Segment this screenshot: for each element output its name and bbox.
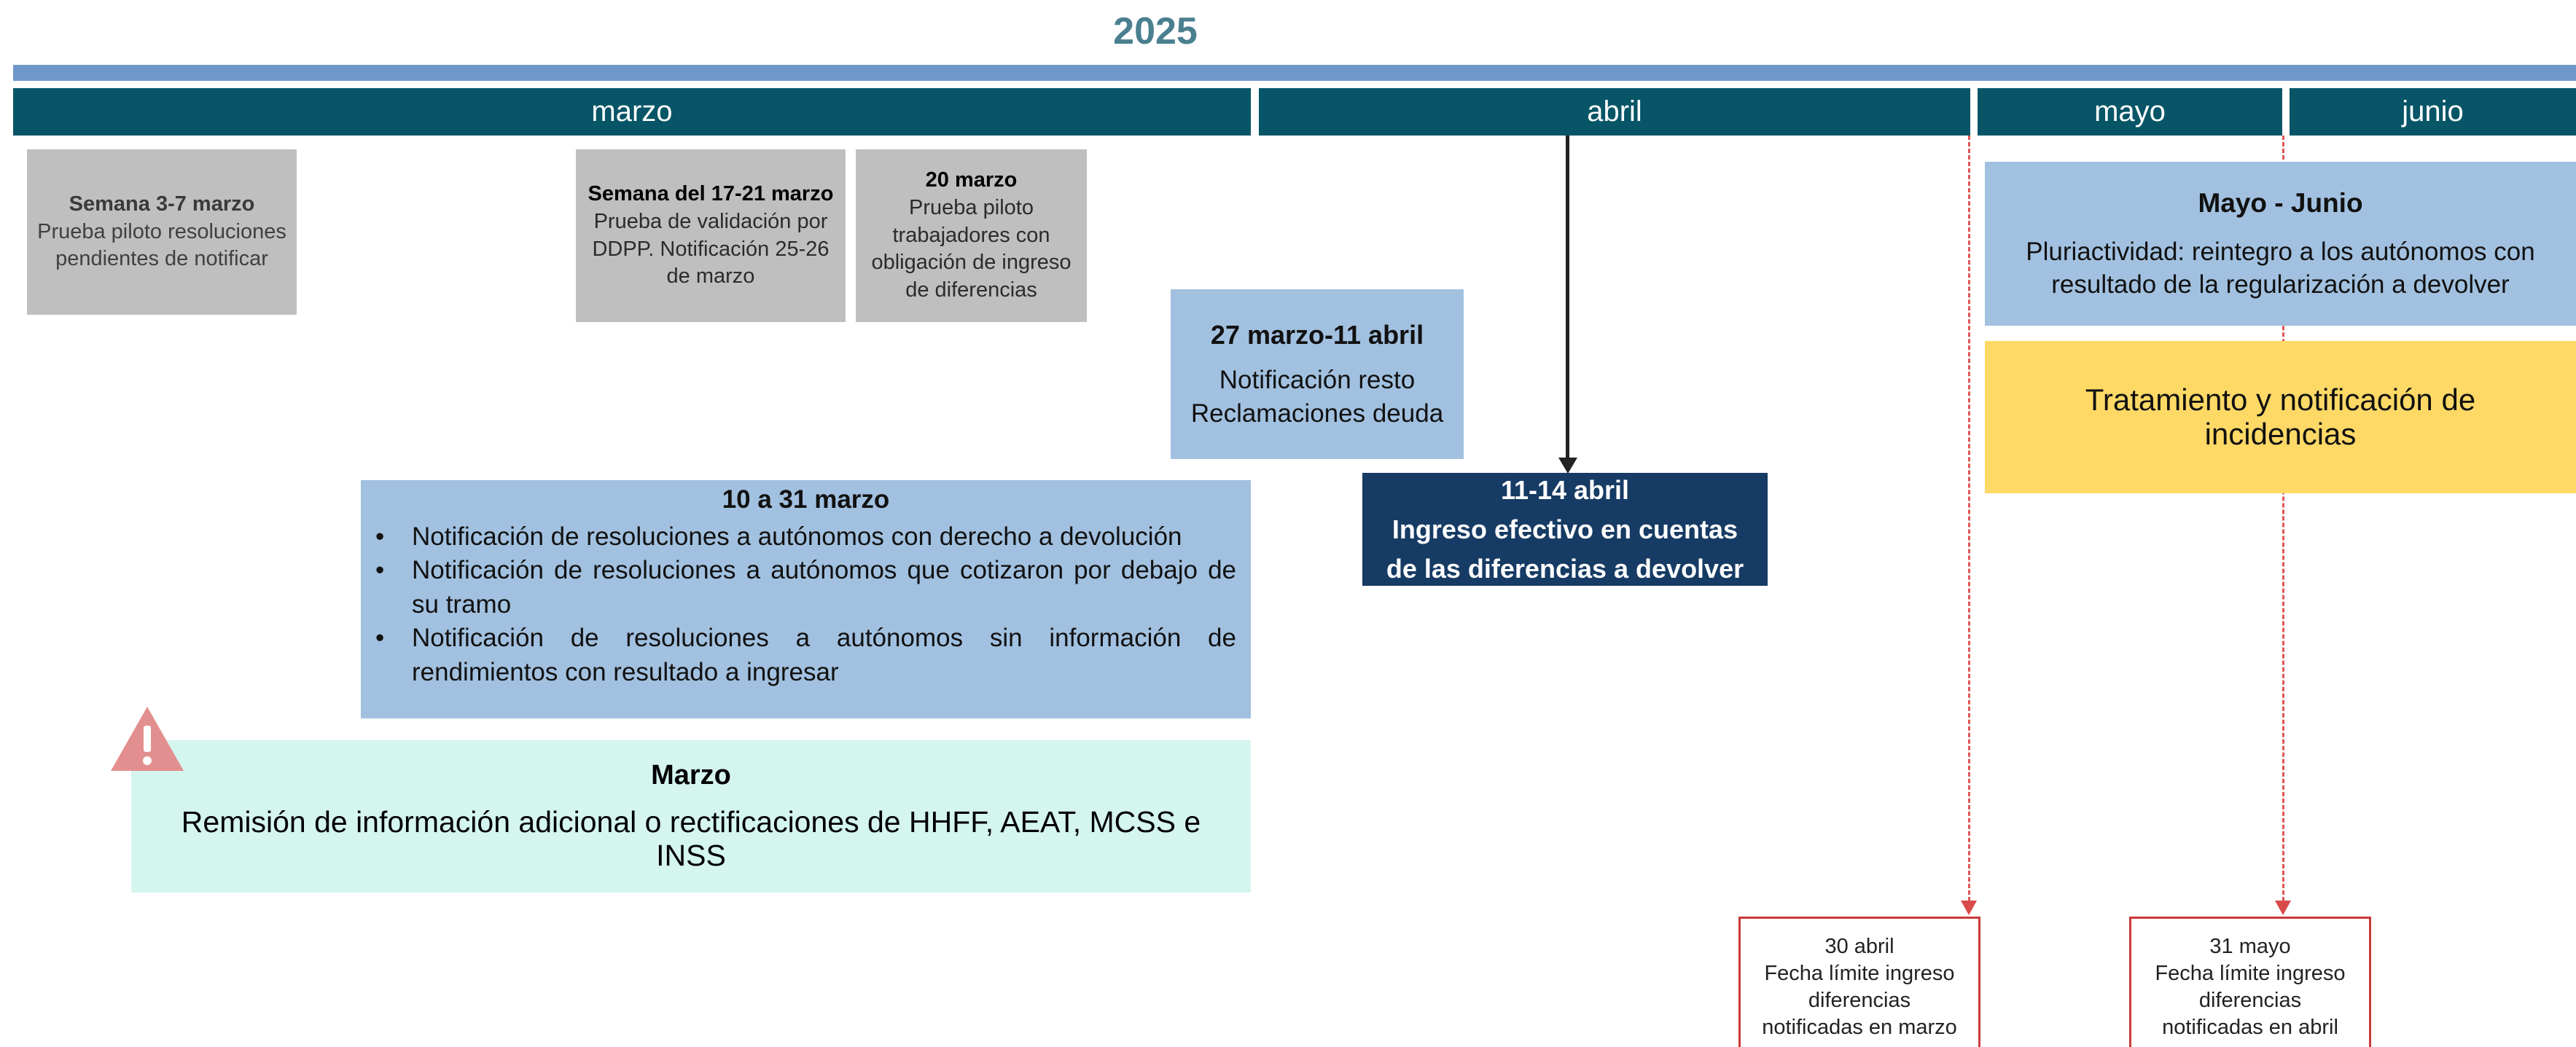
milestone-title: 11-14 abril [1500, 474, 1630, 505]
milestone-text-line: Ingreso efectivo en cuentas [1392, 514, 1738, 544]
milestone-title: 27 marzo-11 abril [1210, 319, 1424, 350]
milestone-title: Marzo [651, 760, 731, 791]
milestone-27-marzo-11-abril: 27 marzo-11 abril Notificación resto Rec… [1171, 289, 1464, 459]
list-item: Notificación de resoluciones a autónomos… [375, 621, 1236, 689]
year-title: 2025 [1113, 10, 1198, 52]
deadline-arrow-head [2275, 901, 2291, 915]
month-header-abril: abril [1259, 88, 1970, 136]
milestone-title: Mayo - Junio [2198, 188, 2363, 219]
milestone-11-14-abril: 11-14 abril Ingreso efectivo en cuentas … [1362, 473, 1768, 586]
bullet-list: Notificación de resoluciones a autónomos… [375, 520, 1236, 690]
deadline-guide-line-mayo [2282, 136, 2284, 908]
list-item: Notificación de resoluciones a autónomos… [375, 520, 1236, 554]
deadline-text-line: notificadas en marzo [1762, 1016, 1957, 1040]
milestone-incidencias: Tratamiento y notificación de incidencia… [1985, 341, 2576, 493]
milestone-title: Semana del 17-21 marzo [588, 182, 834, 206]
milestone-marzo-remision: Marzo Remisión de información adicional … [131, 740, 1251, 893]
abril-arrow-head [1558, 458, 1577, 474]
milestone-mayo-junio: Mayo - Junio Pluriactividad: reintegro a… [1985, 162, 2576, 326]
milestone-10-31-marzo: 10 a 31 marzo Notificación de resolucion… [361, 480, 1251, 718]
milestone-title: Semana 3-7 marzo [69, 192, 255, 216]
milestone-text-line: Notificación resto [1219, 366, 1416, 395]
abril-arrow-line [1566, 136, 1569, 462]
milestone-text: Tratamiento y notificación de incidencia… [2085, 383, 2476, 451]
deadline-date: 31 mayo [2209, 935, 2291, 958]
list-item: Notificación de resoluciones a autónomos… [375, 554, 1236, 621]
deadline-guide-line-abril [1968, 136, 1970, 908]
milestone-text: Pluriactividad: reintegro a los autónomo… [2026, 238, 2535, 299]
milestone-title: 20 marzo [925, 168, 1018, 192]
deadline-text-line: notificadas en abril [2162, 1016, 2338, 1040]
milestone-text: Prueba piloto trabajadores con obligació… [871, 195, 1072, 302]
deadline-text-line: diferencias [1808, 989, 1911, 1013]
warning-triangle-icon [111, 707, 184, 771]
month-header-junio: junio [2290, 88, 2576, 136]
milestone-text-line: de las diferencias a devolver [1386, 553, 1744, 584]
deadline-box-30-abril: 30 abril Fecha límite ingreso diferencia… [1738, 917, 1980, 1047]
milestone-text-line: Reclamaciones deuda [1190, 399, 1444, 428]
timeline-bar [13, 65, 2576, 81]
milestone-semana-3-7-marzo: Semana 3-7 marzo Prueba piloto resolucio… [27, 149, 297, 315]
month-header-marzo: marzo [13, 88, 1251, 136]
milestone-text: Prueba piloto resoluciones pendientes de… [37, 219, 286, 271]
deadline-text-line: diferencias [2198, 989, 2302, 1013]
deadline-text-line: Fecha límite ingreso [2155, 962, 2346, 986]
milestone-20-marzo: 20 marzo Prueba piloto trabajadores con … [856, 149, 1087, 322]
deadline-box-31-mayo: 31 mayo Fecha límite ingreso diferencias… [2129, 917, 2371, 1047]
deadline-text-line: Fecha límite ingreso [1764, 962, 1955, 986]
deadline-arrow-head [1961, 901, 1977, 915]
milestone-text: Prueba de validación por DDPP. Notificac… [592, 209, 830, 289]
milestone-semana-17-21-marzo: Semana del 17-21 marzo Prueba de validac… [576, 149, 846, 322]
month-header-mayo: mayo [1978, 88, 2282, 136]
deadline-date: 30 abril [1824, 935, 1894, 958]
milestone-title: 10 a 31 marzo [722, 485, 890, 514]
milestone-text: Remisión de información adicional o rect… [181, 805, 1201, 872]
